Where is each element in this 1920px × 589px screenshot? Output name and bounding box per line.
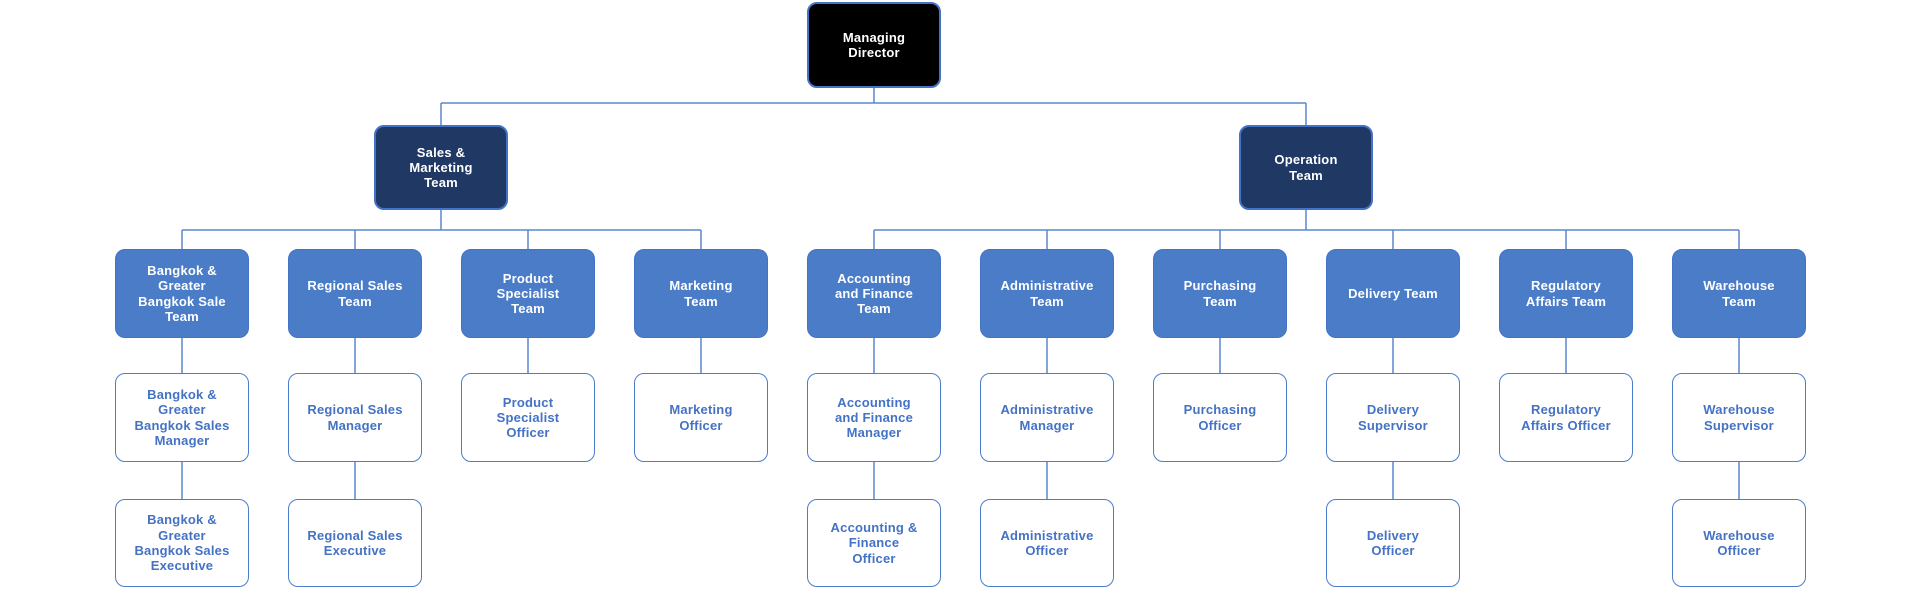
node-regional-sales-team[interactable]: Regional Sales Team [288,249,422,338]
node-label: Marketing Officer [669,402,733,433]
node-warehouse-officer[interactable]: Warehouse Officer [1672,499,1806,587]
node-label: Delivery Supervisor [1358,402,1428,433]
node-warehouse-team[interactable]: Warehouse Team [1672,249,1806,338]
node-label: Bangkok & Greater Bangkok Sale Team [138,262,226,324]
node-label: Regional Sales Manager [307,402,403,433]
node-label: Managing Director [842,29,906,60]
node-product-specialist-officer[interactable]: Product Specialist Officer [461,373,595,462]
node-label: Purchasing Officer [1183,402,1257,433]
node-administrative-officer[interactable]: Administrative Officer [980,499,1114,587]
node-accounting-finance-manager[interactable]: Accounting and Finance Manager [807,373,941,462]
node-accounting-finance-team[interactable]: Accounting and Finance Team [807,249,941,338]
node-label: Administrative Manager [1000,402,1094,433]
node-marketing-officer[interactable]: Marketing Officer [634,373,768,462]
connector-path [181,88,1740,499]
node-label: Regulatory Affairs Officer [1521,402,1611,433]
node-label: Regional Sales Team [307,278,403,309]
node-purchasing-team[interactable]: Purchasing Team [1153,249,1287,338]
node-label: Warehouse Team [1703,278,1775,309]
node-label: Operation Team [1274,152,1338,183]
node-label: Accounting and Finance Manager [834,394,914,441]
node-administrative-manager[interactable]: Administrative Manager [980,373,1114,462]
node-label: Warehouse Officer [1703,527,1775,558]
node-purchasing-officer[interactable]: Purchasing Officer [1153,373,1287,462]
node-label: Product Specialist Team [496,270,560,317]
node-label: Bangkok & Greater Bangkok Sales Executiv… [134,512,230,574]
node-regulatory-affairs-team[interactable]: Regulatory Affairs Team [1499,249,1633,338]
node-regulatory-affairs-officer[interactable]: Regulatory Affairs Officer [1499,373,1633,462]
node-label: Warehouse Supervisor [1703,402,1775,433]
node-label: Product Specialist Officer [496,394,560,441]
node-bangkok-greater-bangkok-sales-executive[interactable]: Bangkok & Greater Bangkok Sales Executiv… [115,499,249,587]
node-delivery-team[interactable]: Delivery Team [1326,249,1460,338]
node-product-specialist-team[interactable]: Product Specialist Team [461,249,595,338]
node-label: Regulatory Affairs Team [1525,278,1607,309]
node-label: Administrative Team [1000,278,1094,309]
node-bangkok-greater-bangkok-sales-manager[interactable]: Bangkok & Greater Bangkok Sales Manager [115,373,249,462]
node-warehouse-supervisor[interactable]: Warehouse Supervisor [1672,373,1806,462]
node-accounting-finance-officer[interactable]: Accounting & Finance Officer [807,499,941,587]
node-label: Sales & Marketing Team [409,144,473,191]
node-label: Bangkok & Greater Bangkok Sales Manager [134,386,230,448]
node-administrative-team[interactable]: Administrative Team [980,249,1114,338]
node-label: Marketing Team [669,278,733,309]
node-delivery-officer[interactable]: Delivery Officer [1326,499,1460,587]
node-label: Delivery Team [1348,285,1438,301]
node-label: Purchasing Team [1183,278,1257,309]
node-bangkok-greater-bangkok-sale-team[interactable]: Bangkok & Greater Bangkok Sale Team [115,249,249,338]
node-regional-sales-executive[interactable]: Regional Sales Executive [288,499,422,587]
node-label: Regional Sales Executive [307,527,403,558]
node-managing-director[interactable]: Managing Director [807,2,941,88]
node-marketing-team[interactable]: Marketing Team [634,249,768,338]
node-label: Administrative Officer [1000,527,1094,558]
node-operation-team[interactable]: Operation Team [1239,125,1373,210]
node-label: Delivery Officer [1366,527,1420,558]
node-regional-sales-manager[interactable]: Regional Sales Manager [288,373,422,462]
node-delivery-supervisor[interactable]: Delivery Supervisor [1326,373,1460,462]
node-label: Accounting & Finance Officer [830,520,918,566]
node-sales-marketing-team[interactable]: Sales & Marketing Team [374,125,508,210]
node-label: Accounting and Finance Team [834,270,914,317]
